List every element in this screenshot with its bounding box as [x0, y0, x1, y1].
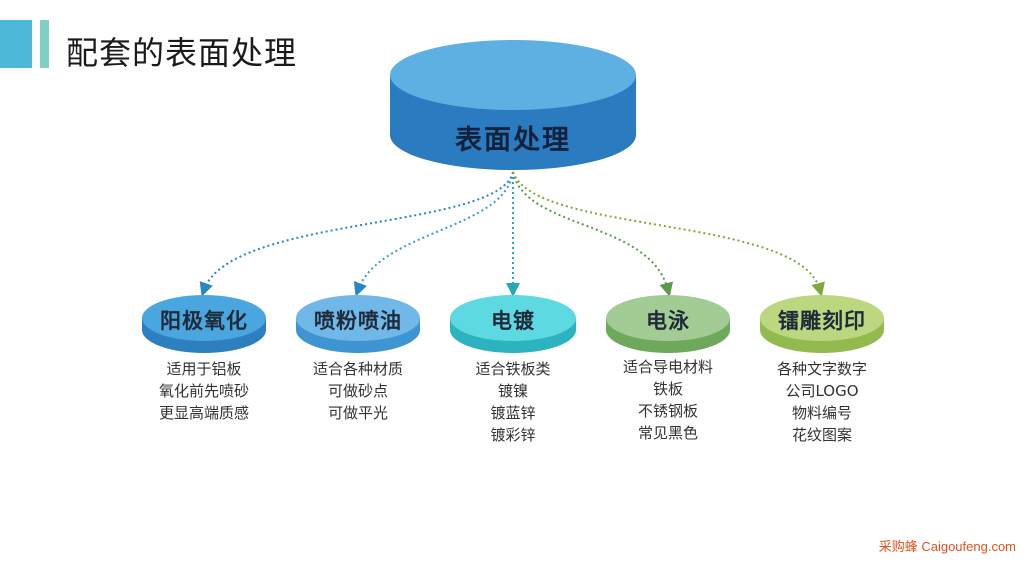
description-line: 适合导电材料 [622, 358, 713, 376]
watermark: 采购蜂 Caigoufeng.com [878, 539, 1016, 554]
node-label-5: 镭雕刻印 [778, 309, 866, 333]
node-disc-4 [606, 295, 730, 353]
description-line: 镀彩锌 [490, 426, 536, 444]
description-line: 适用于铝板 [166, 360, 242, 378]
description-line: 花纹图案 [791, 426, 852, 444]
description-line: 不锈钢板 [637, 402, 698, 420]
accent-bar [0, 20, 32, 68]
node-description-5: 各种文字数字 公司LOGO 物料编号 花纹图案 [747, 358, 897, 446]
node-label-2: 喷粉喷油 [314, 309, 402, 333]
description-line: 常见黑色 [637, 424, 698, 442]
node-description-3: 适合铁板类 镀镍 镀蓝锌 镀彩锌 [438, 358, 588, 446]
description-line: 镀镍 [497, 382, 528, 400]
node-label-3: 电镀 [491, 309, 535, 333]
center-cylinder [390, 40, 636, 170]
connectors [199, 171, 825, 297]
node-description-4: 适合导电材料 铁板 不锈钢板 常见黑色 [593, 356, 743, 444]
description-line: 氧化前先喷砂 [158, 382, 249, 400]
node-label-1: 阳极氧化 [160, 309, 248, 333]
node-disc-2 [296, 295, 420, 353]
node-disc-5 [760, 295, 884, 353]
node-disc-1 [142, 295, 266, 353]
description-line: 各种文字数字 [776, 360, 867, 378]
description-line: 镀蓝锌 [490, 404, 536, 422]
node-label-4: 电泳 [646, 309, 690, 333]
description-line: 可做砂点 [327, 382, 388, 400]
description-line: 更显高端质感 [158, 404, 249, 422]
description-line: 铁板 [652, 380, 683, 398]
node-description-2: 适合各种材质 可做砂点 可做平光 [283, 358, 433, 424]
description-line: 公司LOGO [785, 382, 859, 400]
node-description-1: 适用于铝板 氧化前先喷砂 更显高端质感 [129, 358, 279, 424]
description-line: 适合铁板类 [475, 360, 551, 378]
description-line: 适合各种材质 [312, 360, 403, 378]
description-line: 可做平光 [327, 404, 388, 422]
slide-title: 配套的表面处理 [66, 34, 298, 72]
center-label: 表面处理 [455, 125, 571, 156]
node-disc-3 [450, 295, 576, 353]
accent-bar-thin [40, 20, 49, 68]
description-line: 物料编号 [791, 404, 852, 422]
